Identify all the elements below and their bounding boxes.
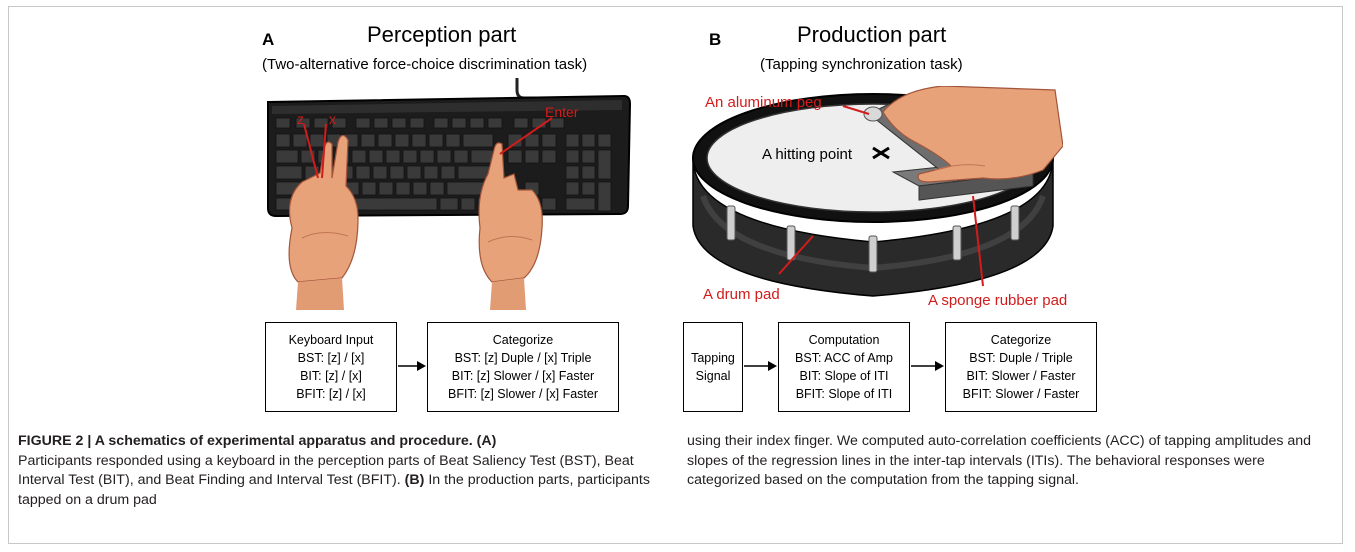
box-line: BIT: [z] / [x] — [300, 369, 362, 383]
box-line: BIT: [z] Slower / [x] Faster — [451, 369, 595, 383]
panel-a-subtitle: (Two-alternative force-choice discrimina… — [262, 56, 588, 73]
panel-b-letter: B — [709, 30, 722, 49]
arrow-a — [398, 361, 426, 371]
label-drum-pad: A drum pad — [703, 286, 780, 303]
categorize-box-a: Categorize BST: [z] Duple / [x] Triple B… — [427, 322, 619, 412]
box-line: BFIT: Slower / Faster — [962, 387, 1080, 401]
categorize-box-b: Categorize BST: Duple / Triple BIT: Slow… — [945, 322, 1097, 412]
panel-b-title: Production part — [797, 22, 947, 47]
caption-text: Participants responded using a keyboard … — [18, 452, 634, 489]
hitting-point-mark — [872, 146, 890, 160]
key-label-enter: Enter — [545, 104, 579, 120]
label-hitting-point: A hitting point — [762, 146, 853, 163]
box-line: Tapping — [691, 351, 735, 365]
box-line: BIT: Slower / Faster — [966, 369, 1076, 383]
figure-frame — [8, 6, 1343, 544]
keyboard-input-box: Keyboard Input BST: [z] / [x] BIT: [z] /… — [265, 322, 397, 412]
box-line: BIT: Slope of ITI — [799, 369, 889, 383]
box-line: BFIT: [z] Slower / [x] Faster — [447, 387, 599, 401]
right-hand-illustration — [478, 142, 543, 310]
arrow-b2 — [911, 361, 944, 371]
caption-marker-b: (B) — [404, 472, 425, 489]
arrow-b1 — [744, 361, 777, 371]
box-line: BST: [z] / [x] — [297, 351, 365, 365]
box-line: BFIT: [z] / [x] — [296, 387, 366, 401]
box-heading: Categorize — [492, 333, 554, 347]
keyboard-illustration — [267, 78, 632, 310]
panel-a-title: Perception part — [367, 22, 517, 47]
box-line: BST: [z] Duple / [x] Triple — [454, 351, 592, 365]
hand-illustration — [882, 86, 1063, 183]
box-heading: Computation — [808, 333, 880, 347]
box-heading: Categorize — [990, 333, 1052, 347]
key-label-z: z — [297, 111, 304, 127]
computation-box: Computation BST: ACC of Amp BIT: Slope o… — [778, 322, 910, 412]
box-line: BST: Duple / Triple — [969, 351, 1073, 365]
panel-a-letter: A — [262, 30, 275, 49]
panel-b-subtitle: (Tapping synchronization task) — [760, 56, 963, 73]
box-line: BST: ACC of Amp — [795, 351, 893, 365]
caption-heading: FIGURE 2 | A schematics of experimental … — [18, 433, 497, 449]
label-sponge-rubber-pad: A sponge rubber pad — [928, 292, 1068, 309]
caption-text: In the production parts, participants ta… — [18, 472, 650, 508]
box-line: BFIT: Slope of ITI — [795, 387, 893, 401]
box-heading: Keyboard Input — [288, 333, 374, 347]
key-label-x: x — [329, 111, 336, 127]
left-hand-illustration — [288, 134, 359, 310]
caption-text: using their index finger. We computed au… — [687, 433, 1312, 489]
caption-left-column: FIGURE 2 | A schematics of experimental … — [18, 432, 678, 510]
label-aluminum-peg: An aluminum peg — [705, 94, 822, 111]
box-line: Signal — [695, 369, 731, 383]
caption-right-column: using their index finger. We computed au… — [687, 432, 1327, 491]
drum-pad-illustration — [692, 86, 1063, 297]
tapping-signal-box: Tapping Signal — [683, 322, 743, 412]
